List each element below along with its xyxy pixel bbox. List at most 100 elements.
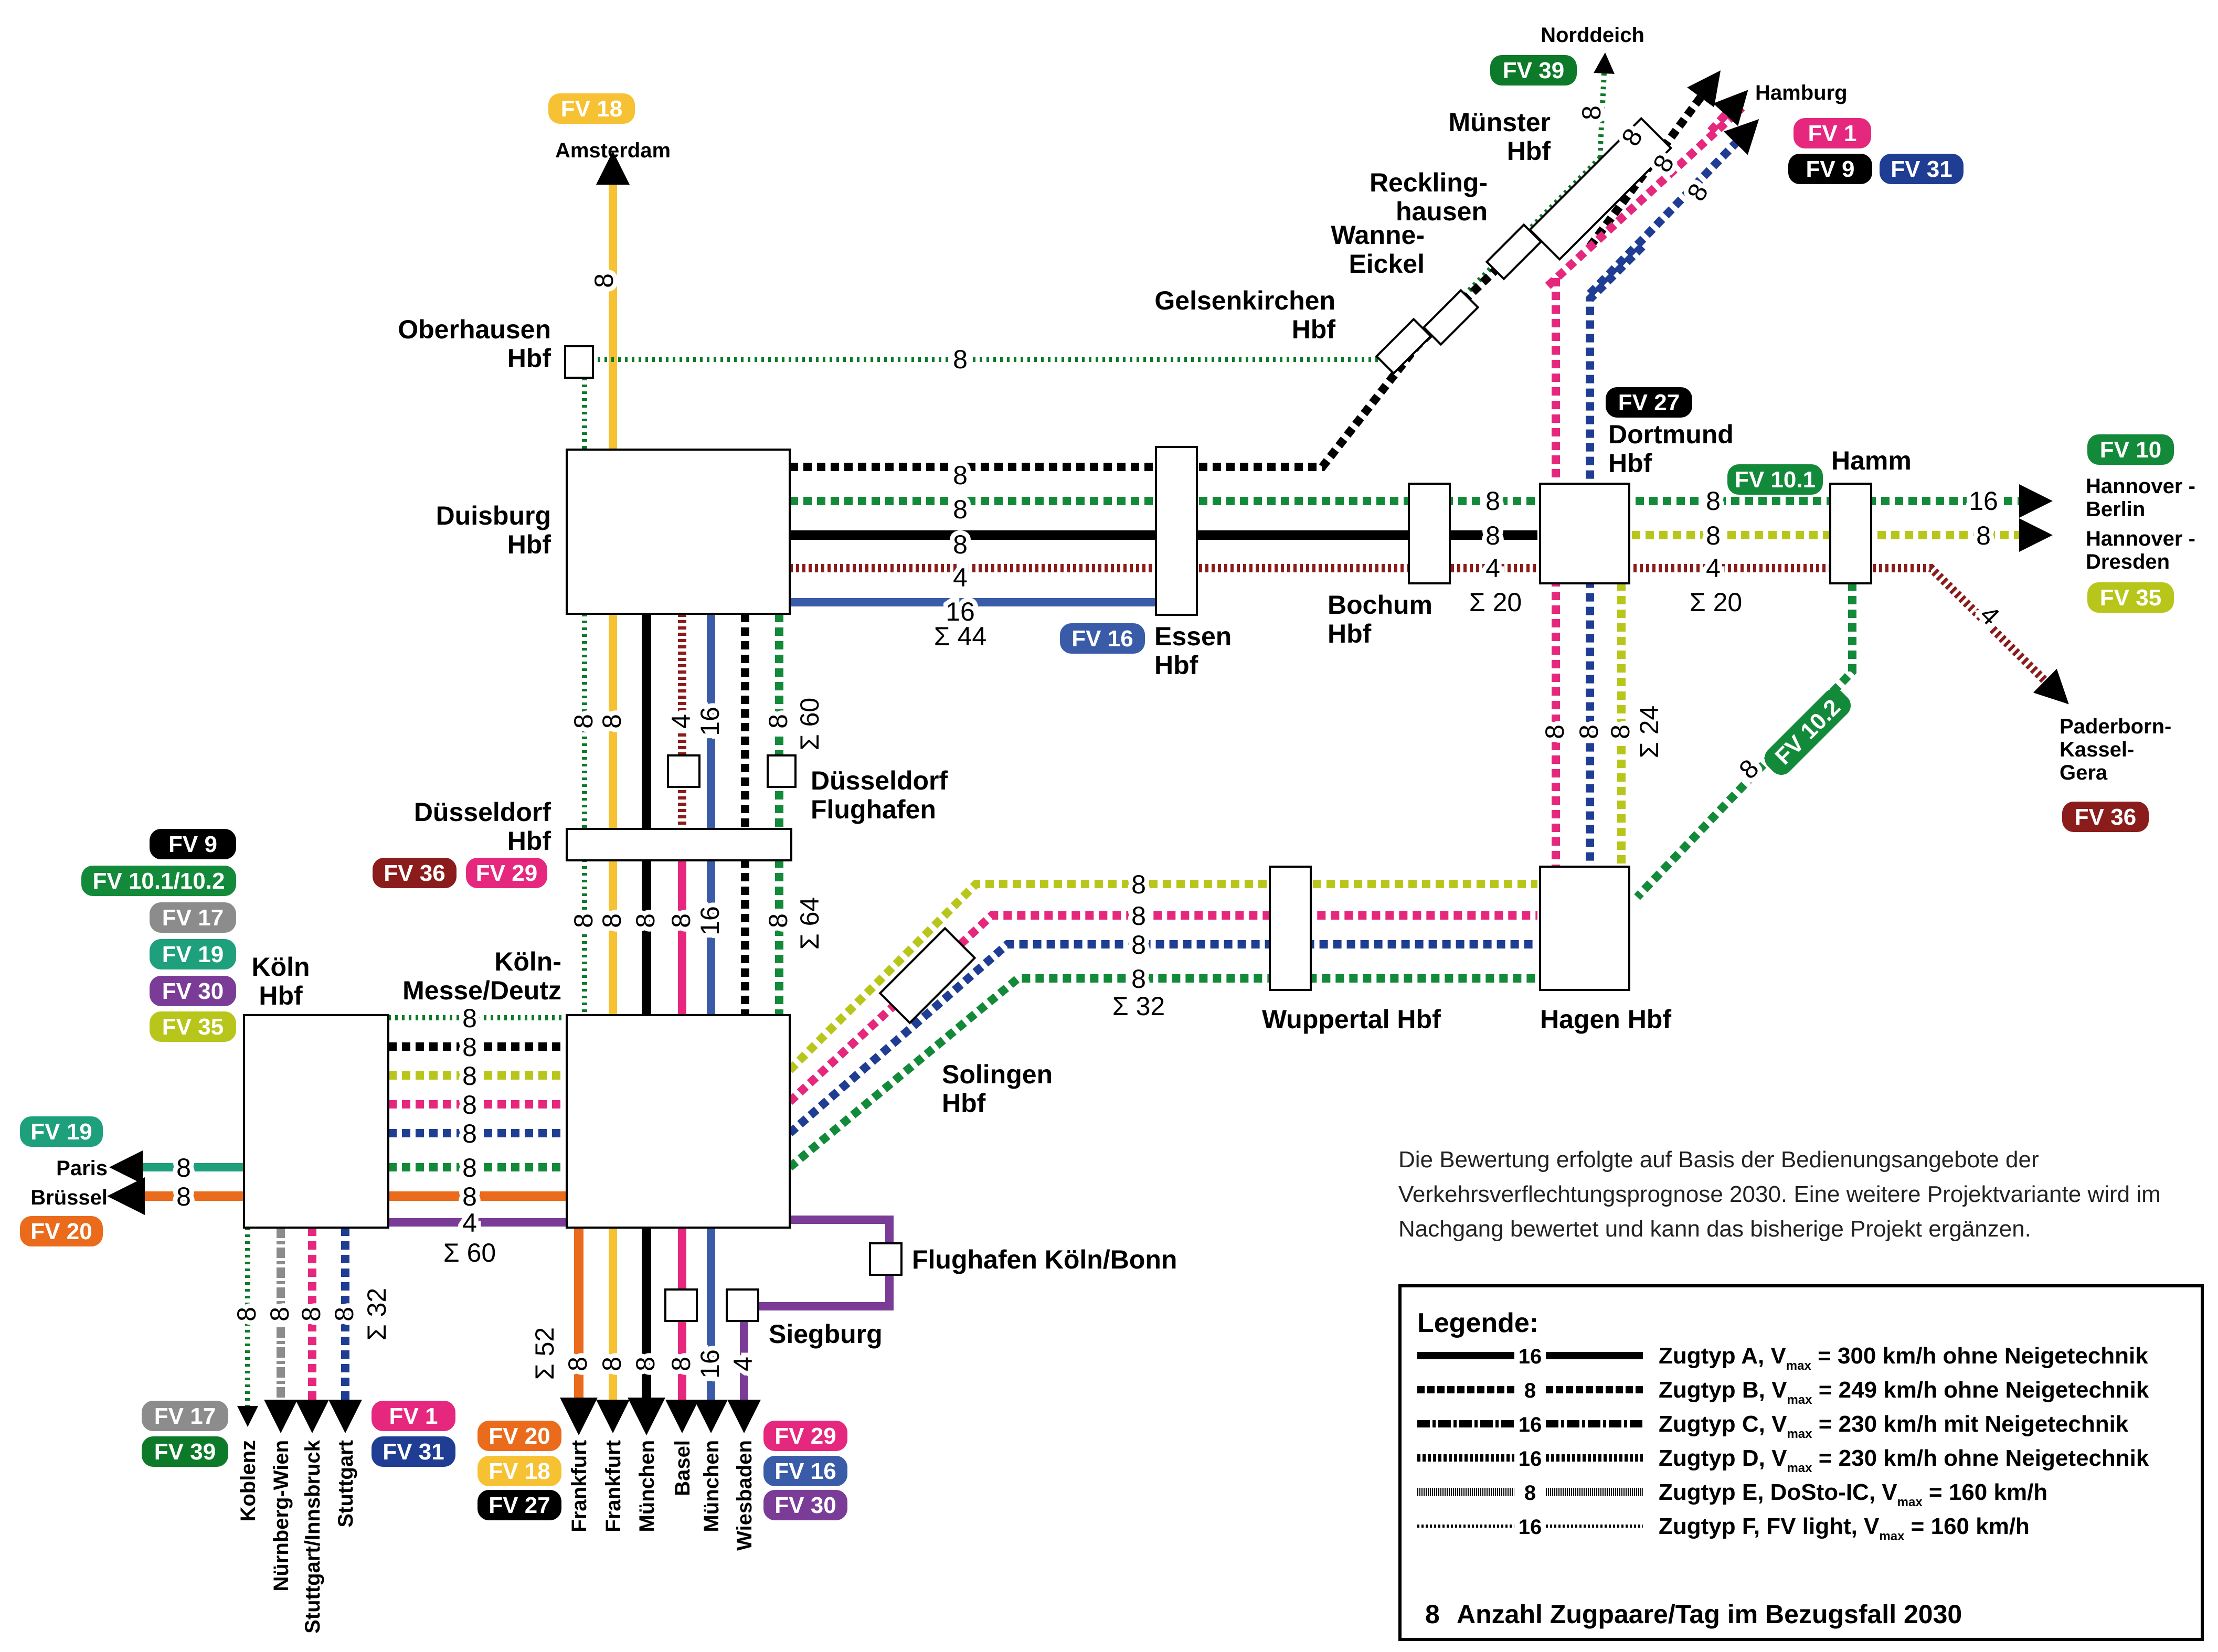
value-duesseldorf-south: 8 [631, 913, 660, 928]
dest-bottom: Frankfurt [568, 1440, 591, 1532]
station-box-siegburg[interactable] [726, 1288, 759, 1322]
station-box-koeln-hbf[interactable] [243, 1014, 389, 1229]
dest-bottom: Basel [671, 1440, 694, 1496]
station-box-flughafen-koeln[interactable] [869, 1242, 903, 1276]
station-box-duesseldorf[interactable] [566, 828, 792, 861]
value-koeln-between-sum: Σ 60 [443, 1238, 496, 1267]
legend-footer-text: Anzahl Zugpaare/Tag im Bezugsfall 2030 [1457, 1600, 1962, 1629]
station-label-recklinghausen: Reckling-hausen [1370, 168, 1488, 226]
station-box-wanne[interactable] [1422, 289, 1480, 346]
station-box-wuppertal[interactable] [1269, 866, 1312, 991]
svg-text:FV 17: FV 17 [162, 905, 224, 931]
value-messe-south: 8 [563, 1357, 592, 1371]
line-hamburg-pink [1545, 104, 1745, 289]
value-duesseldorf-south: 8 [569, 913, 598, 928]
station-label-wanne: Wanne-Eickel [1331, 220, 1425, 279]
dest-bottom: München [635, 1440, 659, 1532]
station-box-basel-small [664, 1288, 698, 1322]
station-box-bochum[interactable] [1408, 483, 1451, 584]
value-messe-south-sum: Σ 52 [530, 1327, 559, 1380]
station-boxes [243, 116, 1872, 1322]
badge-fv1: FV 1 [372, 1401, 455, 1431]
svg-text:FV 31: FV 31 [383, 1439, 444, 1465]
value-duisburg-east: 8 [953, 461, 968, 490]
legend-row-label: Zugtyp D, Vmax = 230 km/h ohne Neigetech… [1659, 1445, 2149, 1475]
station-box-hamm[interactable] [1829, 483, 1872, 584]
station-box-dortmund[interactable] [1539, 483, 1630, 584]
badge-fv18: FV 18 [548, 93, 635, 124]
station-box-duesseldorf-flughafen[interactable] [767, 754, 797, 788]
value-koeln-between: 8 [462, 1090, 477, 1120]
badge-fv27: FV 27 [477, 1490, 561, 1520]
value-solingen-line: 8 [1131, 901, 1146, 931]
value-duisburg-south: 16 [695, 707, 725, 736]
station-box-muenster[interactable] [1528, 116, 1673, 261]
value-messe-south: 16 [695, 1349, 725, 1379]
svg-text:FV 36: FV 36 [384, 860, 445, 886]
dest-norddeich: Norddeich [1541, 24, 1644, 47]
svg-text:FV 36: FV 36 [2075, 804, 2136, 830]
line-oberhausen-muenster [582, 155, 1603, 449]
line-hamburg-pink-arrow [1707, 90, 1748, 134]
legend-line-value: 16 [1519, 1413, 1542, 1436]
value-solingen-line-sum: Σ 32 [1112, 992, 1165, 1021]
station-label-hamm: Hamm [1831, 446, 1912, 475]
svg-text:FV 1: FV 1 [1808, 121, 1857, 146]
svg-text:FV 9: FV 9 [168, 832, 217, 857]
dest-hannover-dresden: Hannover -Dresden [2086, 527, 2195, 573]
badge-fv31: FV 31 [1880, 154, 1964, 184]
dest-bottom: Nürnberg-Wien [270, 1440, 293, 1592]
badge-fv16: FV 16 [763, 1456, 847, 1486]
dest-hamburg: Hamburg [1755, 81, 1848, 104]
station-box-oberhausen[interactable] [564, 345, 594, 379]
value-duisburg-east: 8 [953, 495, 968, 524]
badge-fv17: FV 17 [142, 1401, 228, 1431]
svg-text:FV 20: FV 20 [30, 1219, 92, 1244]
station-box-essen[interactable] [1155, 446, 1198, 616]
badge-fv31: FV 31 [372, 1436, 455, 1467]
svg-text:FV 39: FV 39 [1503, 58, 1564, 83]
line-solingen-yellow [787, 880, 1537, 1073]
station-box-duisburg[interactable] [566, 449, 791, 615]
line-hamm-hagen [1634, 582, 1856, 900]
station-box-koeln-messe[interactable] [566, 1014, 791, 1229]
explanatory-note: Die Bewertung erfolgte auf Basis der Bed… [1398, 1147, 2161, 1242]
station-box-gelsenkirchen[interactable] [1375, 317, 1432, 375]
badge-fv36: FV 36 [2062, 802, 2149, 832]
legend-line-value: 8 [1524, 1482, 1536, 1505]
value-dortmund-hagen: 8 [1574, 724, 1604, 739]
station-box-dus-small-1 [667, 754, 701, 788]
badge-fv9: FV 9 [150, 829, 236, 859]
value-duisburg-east: 16 [946, 597, 975, 626]
station-label-hagen: Hagen Hbf [1540, 1005, 1671, 1034]
value-hamm-east: 8 [1976, 521, 1991, 550]
svg-text:FV 27: FV 27 [489, 1493, 550, 1518]
legend-line-value: 16 [1519, 1516, 1542, 1539]
badge-fv1: FV 1 [1793, 118, 1871, 148]
value-solingen-line: 8 [1131, 870, 1146, 899]
station-label-flughafen-koeln: Flughafen Köln/Bonn [912, 1245, 1177, 1274]
value-solingen-line: 8 [1131, 964, 1146, 994]
svg-text:FV 19: FV 19 [30, 1119, 92, 1145]
badge-fv18: FV 18 [477, 1456, 561, 1486]
dest-bottom: Wiesbaden [733, 1440, 756, 1551]
legend-footer-value: 8 [1425, 1600, 1440, 1629]
value-dortmund-east: 8 [1706, 521, 1721, 550]
badge-fv17: FV 17 [150, 902, 236, 933]
value-messe-south: 8 [666, 1357, 696, 1371]
svg-text:FV 30: FV 30 [162, 978, 224, 1004]
badge-fv30: FV 30 [763, 1490, 847, 1520]
value-duisburg-east: 4 [953, 563, 968, 592]
station-box-hagen[interactable] [1539, 866, 1630, 991]
station-label-koeln-messe: Köln-Messe/Deutz [402, 947, 561, 1005]
legend-row-label: Zugtyp A, Vmax = 300 km/h ohne Neigetech… [1659, 1343, 2148, 1373]
svg-text:FV 39: FV 39 [154, 1439, 216, 1465]
value-duesseldorf-south: 16 [695, 906, 725, 935]
value-koeln-between: 8 [462, 1061, 477, 1091]
value-bochum: 8 [1485, 486, 1500, 516]
station-box-solingen[interactable] [878, 926, 977, 1025]
